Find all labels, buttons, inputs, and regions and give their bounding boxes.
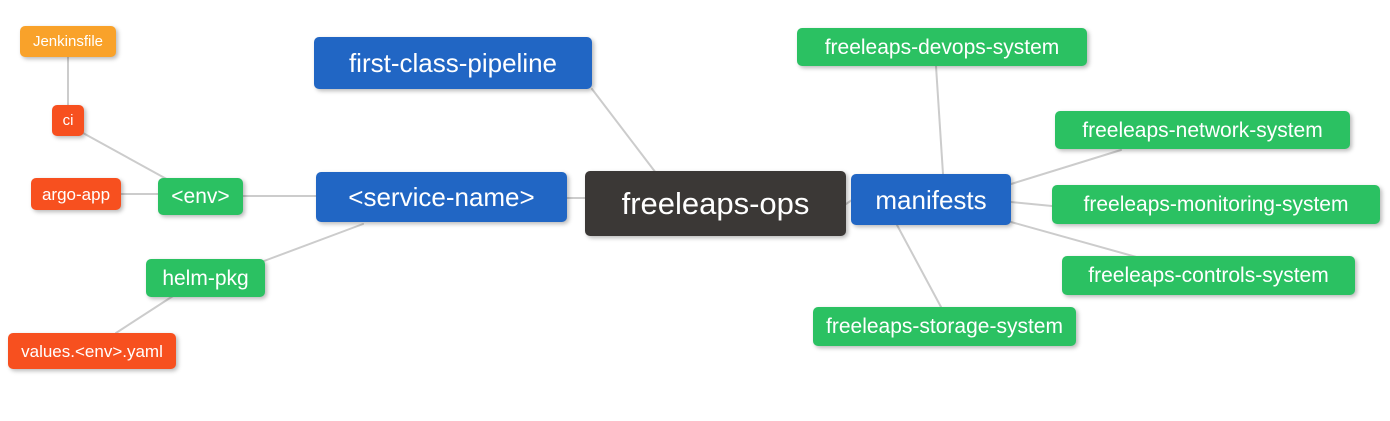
edge-first-class-pipeline-freeleaps-ops <box>591 88 657 174</box>
node-helm-pkg[interactable]: helm-pkg <box>146 259 265 297</box>
node-freeleaps-storage-system[interactable]: freeleaps-storage-system <box>813 307 1076 346</box>
node-freeleaps-devops-system[interactable]: freeleaps-devops-system <box>797 28 1087 66</box>
node-argo-app[interactable]: argo-app <box>31 178 121 210</box>
node-label: freeleaps-controls-system <box>1088 264 1329 287</box>
node-label: <env> <box>171 185 230 208</box>
edge-manifests-freeleaps-storage-system <box>896 224 942 308</box>
edge-ci-env <box>82 132 173 183</box>
node-label: helm-pkg <box>162 266 249 290</box>
node-freeleaps-network-system[interactable]: freeleaps-network-system <box>1055 111 1350 149</box>
edge-manifests-freeleaps-network-system <box>1010 149 1122 185</box>
node-ci[interactable]: ci <box>52 105 84 136</box>
node-first-class-pipeline[interactable]: first-class-pipeline <box>314 37 592 89</box>
node-env[interactable]: <env> <box>158 178 243 215</box>
node-jenkinsfile[interactable]: Jenkinsfile <box>20 26 116 57</box>
edge-manifests-freeleaps-monitoring-system <box>1010 201 1053 207</box>
edge-helm-pkg-service-name <box>263 223 364 262</box>
node-freeleaps-controls-system[interactable]: freeleaps-controls-system <box>1062 256 1355 295</box>
node-label: argo-app <box>41 184 111 204</box>
node-service-name[interactable]: <service-name> <box>316 172 567 222</box>
edge-manifests-freeleaps-controls-system <box>1010 221 1141 259</box>
node-label: manifests <box>875 184 987 215</box>
node-freeleaps-monitoring-system[interactable]: freeleaps-monitoring-system <box>1052 185 1380 224</box>
node-freeleaps-ops[interactable]: freeleaps-ops <box>585 171 846 236</box>
node-manifests[interactable]: manifests <box>851 174 1011 225</box>
node-values-env-yaml[interactable]: values.<env>.yaml <box>8 333 176 369</box>
node-label: ci <box>62 112 74 129</box>
node-label: values.<env>.yaml <box>21 341 163 361</box>
node-label: freeleaps-monitoring-system <box>1083 193 1349 216</box>
node-label: <service-name> <box>348 182 535 212</box>
edge-values-env-yaml-helm-pkg <box>115 295 174 334</box>
edge-manifests-freeleaps-devops-system <box>935 65 944 175</box>
node-label: first-class-pipeline <box>348 48 558 78</box>
node-label: Jenkinsfile <box>32 33 104 50</box>
node-label: freeleaps-network-system <box>1082 118 1323 142</box>
node-label: freeleaps-storage-system <box>826 315 1063 338</box>
node-label: freeleaps-devops-system <box>824 35 1060 59</box>
node-label: freeleaps-ops <box>621 186 810 221</box>
